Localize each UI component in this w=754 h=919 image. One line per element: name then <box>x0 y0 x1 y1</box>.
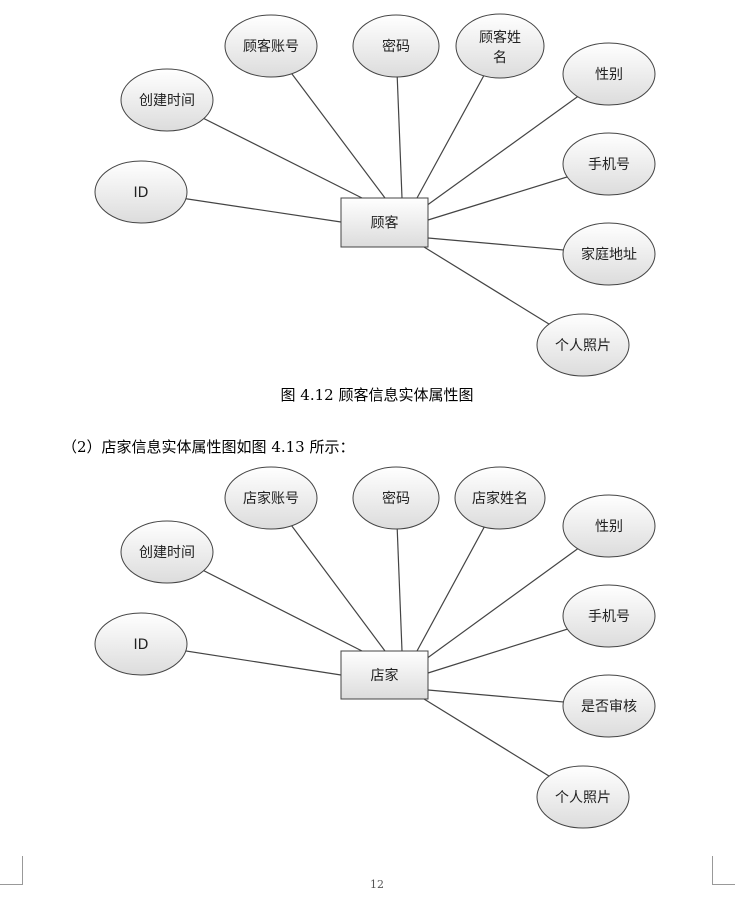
attribute-ellipse: 个人照片 <box>536 313 630 377</box>
attribute-ellipse: 是否审核 <box>562 674 656 738</box>
attribute-label: 顾客姓 <box>479 29 521 46</box>
attribute-label: 店家账号 <box>243 490 299 507</box>
attribute-label: 个人照片 <box>555 790 611 806</box>
attribute-ellipse: ID <box>94 160 188 224</box>
attribute-label: 密码 <box>382 38 410 55</box>
attribute-ellipse: 性别 <box>562 494 656 558</box>
attribute-label: 性别 <box>595 67 623 83</box>
attribute-label: 店家姓名 <box>472 490 528 507</box>
attribute-ellipse: ID <box>94 612 188 676</box>
attribute-ellipse: 店家姓名 <box>454 466 546 530</box>
attribute-ellipse: 个人照片 <box>536 765 630 829</box>
attribute-ellipse: 创建时间 <box>120 520 214 584</box>
entity-label: 店家 <box>371 667 399 684</box>
attribute-label: 性别 <box>595 519 623 535</box>
attribute-label: 创建时间 <box>139 545 195 561</box>
page-corner-mark-right <box>712 856 735 885</box>
attribute-ellipse: 手机号 <box>562 132 656 196</box>
page-number: 12 <box>370 878 384 891</box>
attribute-label: ID <box>134 637 149 653</box>
attribute-label: 密码 <box>382 490 410 507</box>
attribute-ellipse: 性别 <box>562 42 656 106</box>
attribute-ellipse: 家庭地址 <box>562 222 656 286</box>
attribute-ellipse: 店家账号 <box>224 466 318 530</box>
attribute-label: ID <box>134 185 149 201</box>
attribute-label: 家庭地址 <box>581 246 637 263</box>
entity-label: 顾客 <box>371 215 399 232</box>
attribute-label: 顾客账号 <box>243 38 299 55</box>
attribute-ellipse: 密码 <box>352 14 440 78</box>
entity-box: 店家 <box>340 650 429 700</box>
attribute-label: 手机号 <box>588 157 630 173</box>
page-corner-mark-left <box>0 856 23 885</box>
paragraph-merchant-intro: （2）店家信息实体属性图如图 4.13 所示： <box>62 438 355 456</box>
entity-box: 顾客 <box>340 197 429 248</box>
attribute-label: 手机号 <box>588 609 630 625</box>
attribute-ellipse: 手机号 <box>562 584 656 648</box>
attribute-ellipse: 创建时间 <box>120 68 214 132</box>
attribute-label: 创建时间 <box>139 93 195 109</box>
attribute-label: 是否审核 <box>581 699 637 715</box>
attribute-label: 个人照片 <box>555 338 611 354</box>
attribute-ellipse: 密码 <box>352 466 440 530</box>
attribute-label: 名 <box>493 50 507 66</box>
figure-caption-4-12: 图 4.12 顾客信息实体属性图 <box>280 386 474 404</box>
attribute-ellipse: 顾客账号 <box>224 14 318 78</box>
